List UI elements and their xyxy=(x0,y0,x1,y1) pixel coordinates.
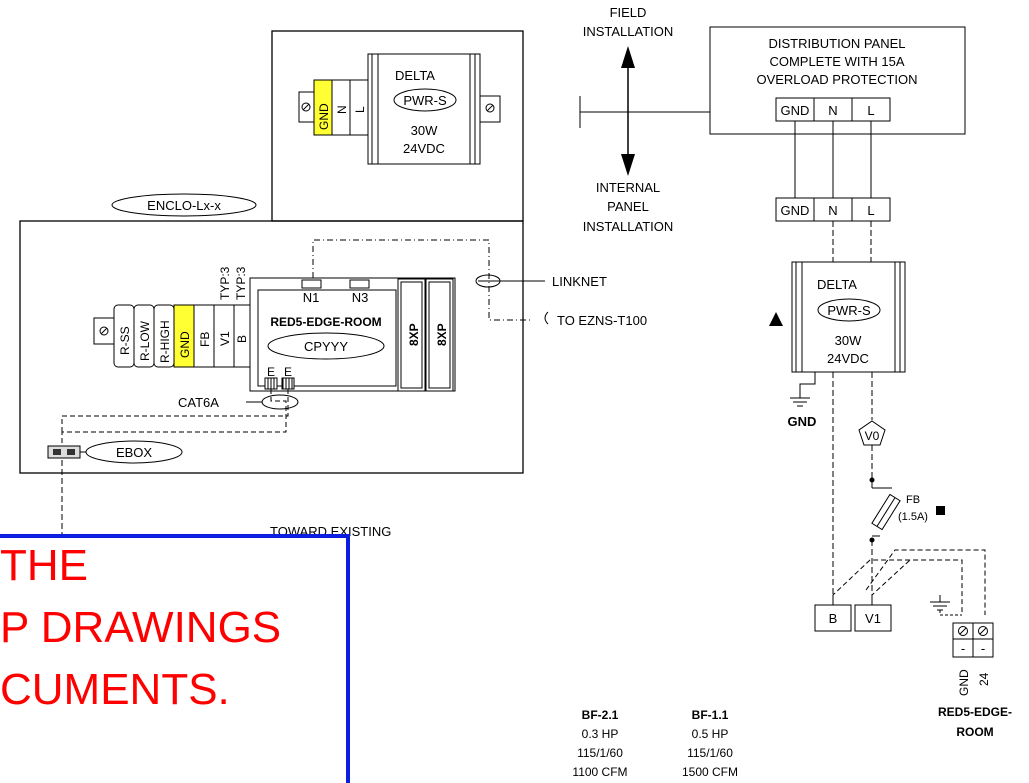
red5-pin-gnd: GND xyxy=(957,669,971,696)
red5-dash-2: - xyxy=(981,641,985,656)
stamp-line-1: THE xyxy=(0,541,88,590)
dist-line-2: COMPLETE WITH 15A xyxy=(769,54,904,69)
cat6a-label: CAT6A xyxy=(178,395,219,410)
pin-gnd: GND xyxy=(178,331,192,358)
pin-v1: V1 xyxy=(218,331,232,346)
fan-1-power: 115/1/60 xyxy=(577,746,623,760)
gnd-label: GND xyxy=(788,414,817,429)
psu-top-watts: 30W xyxy=(411,123,438,138)
psu-top-volts: 24VDC xyxy=(403,141,445,156)
int-terminal-gnd: GND xyxy=(781,203,810,218)
psu-top-pin-l: L xyxy=(353,106,367,113)
typ-label-2: TYP:3 xyxy=(234,266,248,300)
pin-b: B xyxy=(235,335,249,343)
module-8xp-2: 8XP xyxy=(435,323,449,346)
stamp-line-2: P DRAWINGS xyxy=(0,603,282,652)
enclosure-label: ENCLO-Lx-x xyxy=(147,198,221,213)
int-terminal-l: L xyxy=(867,203,874,218)
dist-line-1: DISTRIBUTION PANEL xyxy=(768,36,905,51)
red5-name-1: RED5-EDGE- xyxy=(938,705,1012,719)
linknet-label: LINKNET xyxy=(552,274,607,289)
fan-1-cfm: 1100 CFM xyxy=(572,765,627,779)
int-terminal-n: N xyxy=(828,203,837,218)
field-label-1: FIELD xyxy=(610,5,647,20)
pin-r-ss: R-SS xyxy=(118,326,132,355)
fan-bf-2-1: BF-2.1 0.3 HP 115/1/60 1100 CFM xyxy=(572,708,627,779)
pin-r-low: R-LOW xyxy=(138,320,152,361)
psu-top: GND N L DELTA PWR-S 30W 24VDC xyxy=(298,53,501,165)
internal-label-1: INTERNAL xyxy=(596,180,660,195)
fan-2-power: 115/1/60 xyxy=(687,746,733,760)
fan-2-name: BF-1.1 xyxy=(692,708,729,722)
controller-part: CPYYY xyxy=(304,339,348,354)
dist-terminal-l: L xyxy=(867,103,874,118)
psu-top-brand: DELTA xyxy=(395,68,435,83)
psu-top-pin-n: N xyxy=(335,105,349,114)
terminal-v1: V1 xyxy=(865,611,881,626)
dist-line-3: OVERLOAD PROTECTION xyxy=(756,72,917,87)
fb-label: FB xyxy=(906,494,920,506)
dist-terminal-gnd: GND xyxy=(781,103,810,118)
red5-name-2: ROOM xyxy=(956,725,993,739)
ebox-label: EBOX xyxy=(116,445,152,460)
field-label-2: INSTALLATION xyxy=(583,24,674,39)
psu-top-model: PWR-S xyxy=(403,93,447,108)
fan-2-hp: 0.5 HP xyxy=(692,727,729,741)
warning-triangle-icon xyxy=(769,312,783,326)
v0-label: V0 xyxy=(865,429,880,443)
psu-right-volts: 24VDC xyxy=(827,351,869,366)
fuse-icon xyxy=(871,493,901,531)
fan-2-cfm: 1500 CFM xyxy=(682,765,738,779)
main-enclosure-box xyxy=(19,220,524,474)
internal-label-3: INSTALLATION xyxy=(583,219,674,234)
controller-eth-2: E xyxy=(284,365,292,379)
module-8xp-1: 8XP xyxy=(407,323,421,346)
pin-r-high: R-HIGH xyxy=(158,320,172,363)
psu-right-watts: 30W xyxy=(835,333,862,348)
controller-port-n3: N3 xyxy=(352,290,369,305)
psu-right-brand: DELTA xyxy=(817,277,857,292)
fan-1-name: BF-2.1 xyxy=(582,708,619,722)
controller-port-n1: N1 xyxy=(303,290,320,305)
red5-dash-1: - xyxy=(961,641,965,656)
fb-rating: (1.5A) xyxy=(898,511,928,523)
fan-bf-1-1: BF-1.1 0.5 HP 115/1/60 1500 CFM xyxy=(682,708,738,779)
dist-terminal-n: N xyxy=(828,103,837,118)
pin-fb: FB xyxy=(198,332,212,347)
to-ezns-label: TO EZNS-T100 xyxy=(557,313,647,328)
internal-label-2: PANEL xyxy=(607,199,649,214)
controller-body: N1 N3 RED5-EDGE-ROOM CPYYY E E 8XP 8XP xyxy=(249,277,456,392)
psu-top-pin-gnd: GND xyxy=(317,103,331,130)
controller-eth-1: E xyxy=(267,365,275,379)
red-stamp-box: THE P DRAWINGS CUMENTS. xyxy=(0,534,350,783)
psu-right: DELTA PWR-S 30W 24VDC xyxy=(791,261,906,373)
red5-pin-24: 24 xyxy=(977,672,991,686)
controller-pin-block: R-SS R-LOW R-HIGH GND FB V1 B TYP:3 TYP:… xyxy=(93,266,251,368)
fb-square-icon xyxy=(936,506,945,515)
psu-right-model: PWR-S xyxy=(827,303,871,318)
terminal-b: B xyxy=(829,611,838,626)
stamp-line-3: CUMENTS. xyxy=(0,665,230,714)
typ-label-1: TYP:3 xyxy=(218,266,232,300)
fan-1-hp: 0.3 HP xyxy=(582,727,619,741)
red5-terminal-block: - - GND 24 RED5-EDGE- ROOM xyxy=(938,622,1012,739)
controller-name: RED5-EDGE-ROOM xyxy=(270,315,381,329)
